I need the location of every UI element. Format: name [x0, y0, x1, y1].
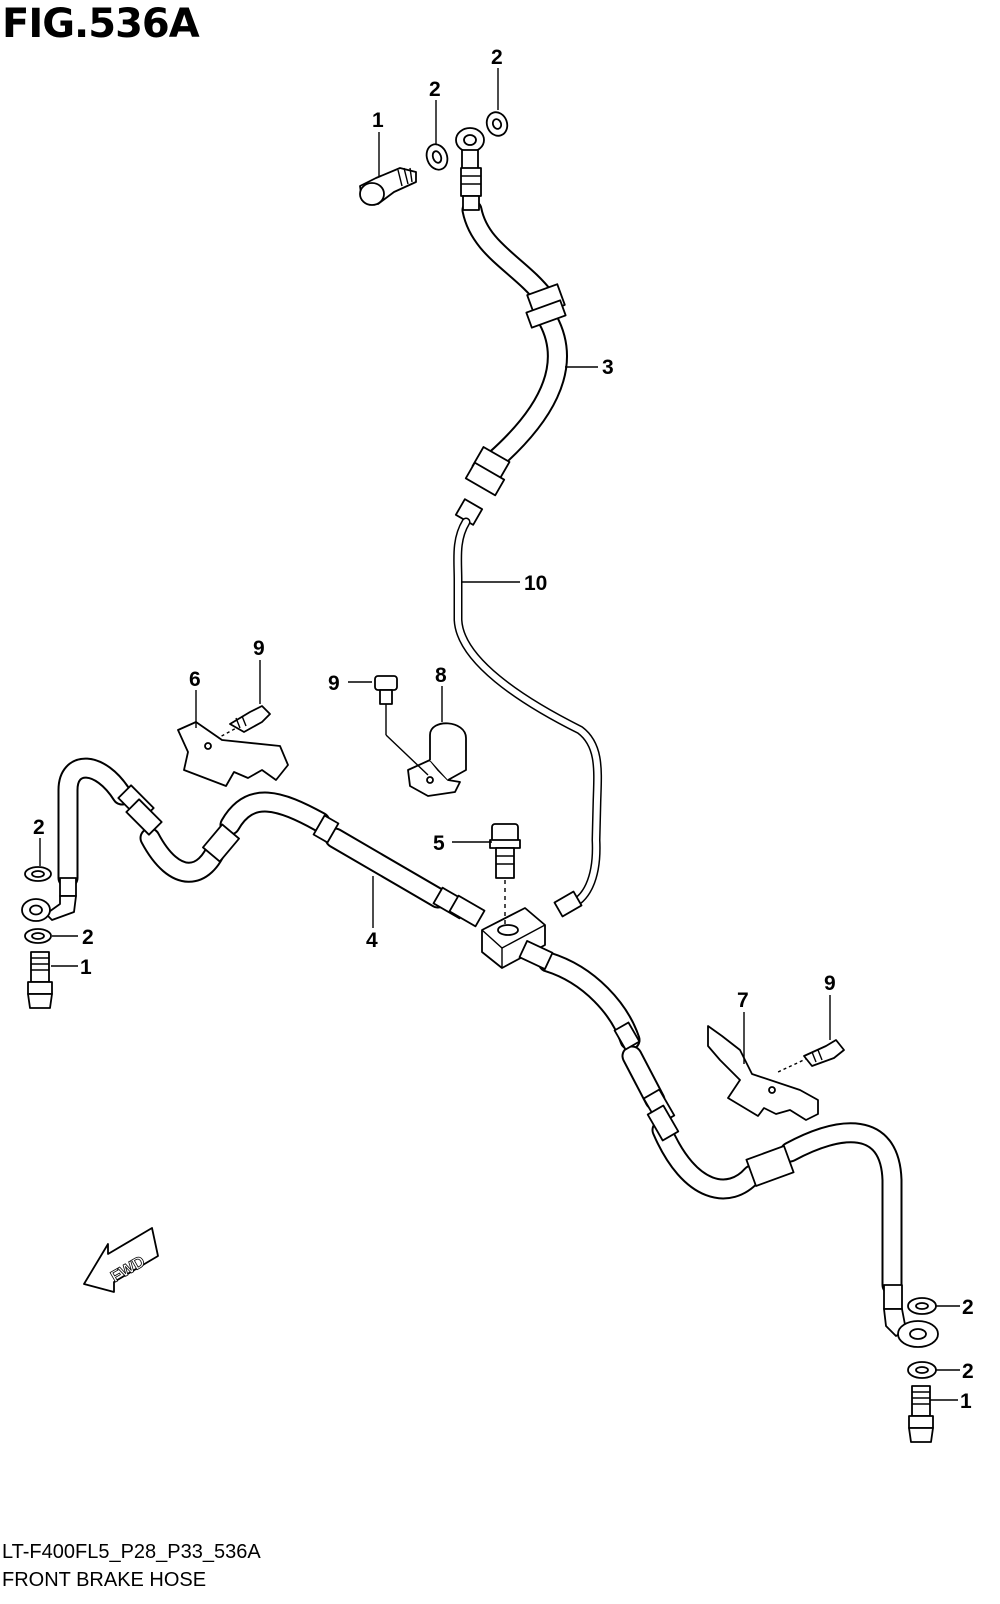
callout-9: 9 — [824, 972, 836, 995]
union-bolt-top — [359, 167, 417, 206]
joint-bolt — [489, 823, 521, 925]
washer-left-b — [24, 928, 52, 944]
callout-labels: 1 2 2 3 10 9 6 9 8 2 5 2 1 4 7 9 2 2 1 — [33, 46, 974, 1413]
callout-9: 9 — [253, 637, 265, 660]
callout-1: 1 — [80, 956, 92, 979]
bracket-right — [707, 1025, 819, 1121]
callout-8: 8 — [435, 664, 447, 687]
callout-5: 5 — [433, 832, 445, 855]
diagram-caption: FRONT BRAKE HOSE — [2, 1569, 207, 1591]
callout-2: 2 — [962, 1360, 974, 1383]
bracket-bolt-left — [229, 705, 271, 733]
left-brake-hose — [21, 757, 486, 928]
figure-title: FIG.536A — [2, 1, 200, 47]
callout-1: 1 — [960, 1390, 972, 1413]
callout-1: 1 — [372, 109, 384, 132]
leader-lines — [39, 68, 960, 1401]
union-bolt-left — [27, 951, 53, 1009]
clamp-bolt-center — [374, 675, 398, 705]
callout-3: 3 — [602, 356, 614, 379]
fwd-arrow-icon: FWD — [83, 1227, 159, 1293]
washer-top-b — [485, 111, 509, 137]
callout-6: 6 — [189, 668, 201, 691]
callout-9: 9 — [328, 672, 340, 695]
washer-left-a — [24, 866, 52, 882]
washer-right-b — [907, 1361, 937, 1379]
callout-7: 7 — [737, 989, 749, 1012]
union-bolt-right — [908, 1385, 934, 1443]
washer-right-a — [907, 1297, 937, 1315]
callout-4: 4 — [366, 929, 378, 952]
clamp-center — [385, 700, 467, 797]
right-brake-hose — [518, 940, 939, 1348]
upper-brake-hose — [454, 127, 568, 526]
washer-top-a — [425, 143, 449, 171]
callout-2: 2 — [491, 46, 503, 69]
diagram-code: LT-F400FL5_P28_P33_536A — [2, 1541, 261, 1563]
callout-2: 2 — [82, 926, 94, 949]
bracket-bolt-right — [803, 1039, 845, 1067]
brake-pipe — [453, 517, 603, 918]
callout-2: 2 — [429, 78, 441, 101]
callout-2: 2 — [962, 1296, 974, 1319]
callout-2: 2 — [33, 816, 45, 839]
bracket-left — [177, 721, 289, 787]
callout-10: 10 — [524, 572, 547, 595]
